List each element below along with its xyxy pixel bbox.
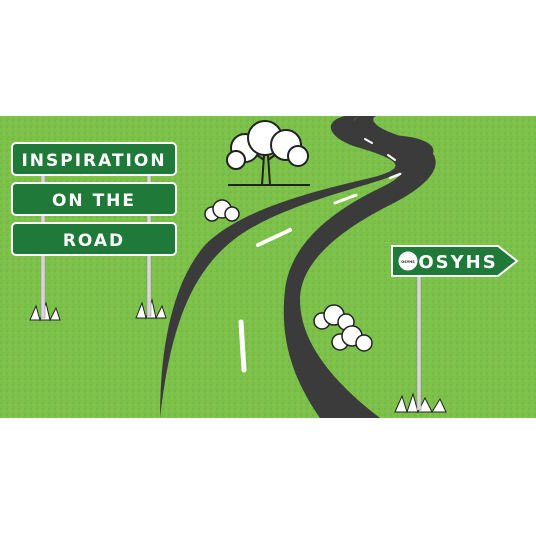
bush-icon: [204, 199, 240, 222]
logo-badge-icon: OSYHS: [397, 250, 419, 272]
arrow-sign-post: [416, 273, 422, 411]
tree-icon: [226, 120, 310, 186]
sign-inspiration: INSPIRATION: [11, 142, 177, 176]
arrow-sign-label: OSYHS: [418, 252, 497, 273]
sign-on-the: ON THE: [11, 182, 177, 216]
sign-line-3: ROAD: [63, 231, 125, 251]
arrow-sign: OSYHS OSYHS: [391, 245, 519, 277]
logo-badge-text: OSYHS: [401, 260, 415, 264]
sign-line-2: ON THE: [52, 191, 136, 211]
winding-road: [160, 116, 436, 418]
sign-road: ROAD: [11, 222, 177, 256]
sign-line-1: INSPIRATION: [21, 151, 166, 171]
bush-icon: [313, 304, 373, 352]
